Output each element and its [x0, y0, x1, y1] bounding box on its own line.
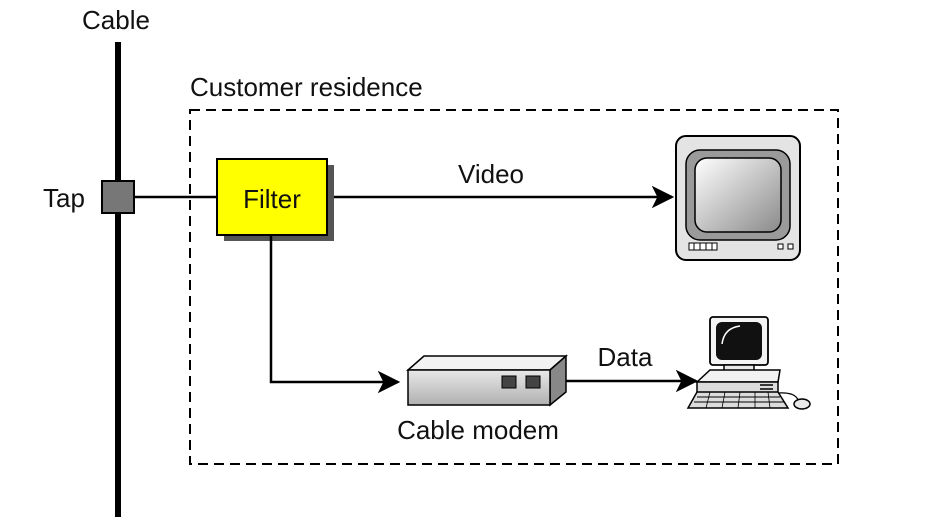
customer-residence-label: Customer residence — [190, 72, 423, 102]
filter-label: Filter — [243, 184, 301, 214]
data-label: Data — [598, 342, 653, 372]
desktop-computer-icon — [686, 316, 811, 410]
cable-modem-label: Cable modem — [397, 415, 559, 445]
tap-box — [101, 180, 135, 214]
cable-label: Cable — [82, 5, 150, 35]
cable-modem-icon — [406, 354, 568, 407]
filter-to-modem-arrow — [269, 235, 401, 394]
customer-residence-box — [189, 109, 839, 465]
television-icon — [675, 135, 801, 261]
video-label: Video — [458, 159, 524, 189]
tap-label: Tap — [43, 183, 85, 213]
